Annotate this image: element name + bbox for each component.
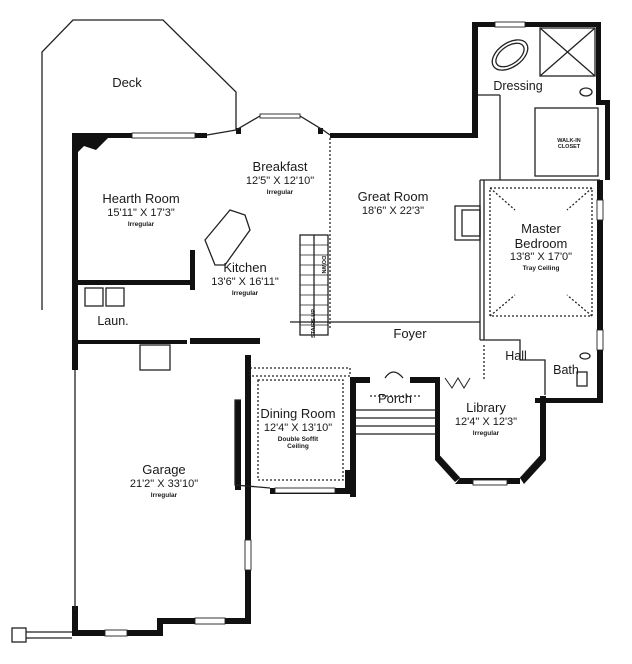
- room-label-garage: Garage 21'2" X 33'10" Irregular: [129, 462, 199, 499]
- room-label-bath: Bath: [553, 363, 579, 377]
- room-note: Irregular: [266, 188, 294, 196]
- room-label-library: Library 12'4" X 12'3" Irregular: [454, 400, 518, 437]
- room-name: Porch: [378, 391, 412, 406]
- room-name-line1: WALK-IN: [557, 138, 581, 144]
- room-note-line2: Ceiling: [287, 443, 309, 451]
- room-name-line2: Bedroom: [514, 235, 568, 251]
- room-name: Breakfast: [252, 159, 308, 174]
- room-name: Hall: [505, 349, 527, 363]
- room-label-kitchen: Kitchen 13'6" X 16'11" Irregular: [211, 260, 279, 297]
- room-label-great-room: Great Room 18'6" X 22'3": [357, 189, 429, 217]
- room-dimensions: 13'8" X 17'0": [509, 251, 573, 264]
- room-name: Great Room: [357, 189, 429, 204]
- room-name: Dining Room: [260, 406, 336, 421]
- room-name: Foyer: [393, 326, 427, 341]
- room-label-master-bedroom: Master Bedroom 13'8" X 17'0" Tray Ceilin…: [509, 221, 573, 273]
- room-name: Library: [466, 400, 506, 415]
- room-label-breakfast: Breakfast 12'5" X 12'10" Irregular: [245, 159, 315, 196]
- room-note: Tray Ceiling: [522, 265, 560, 273]
- room-name: Deck: [112, 75, 142, 90]
- room-label-hall: Hall: [505, 349, 527, 363]
- stairs-down-label: DOWN: [320, 256, 326, 274]
- stairs-up-label: STAIRS UP: [311, 309, 317, 338]
- room-note: Irregular: [231, 289, 259, 297]
- room-dimensions: 12'4" X 13'10": [263, 421, 333, 434]
- room-name-line2: CLOSET: [557, 144, 581, 151]
- room-note-line1: Double Soffit: [277, 435, 319, 443]
- room-dimensions: 12'4" X 12'3": [454, 415, 518, 428]
- room-name: Hearth Room: [102, 191, 180, 206]
- room-name: Dressing: [493, 79, 543, 93]
- room-label-hearth-room: Hearth Room 15'11" X 17'3" Irregular: [102, 191, 180, 228]
- room-note: Irregular: [127, 220, 155, 228]
- interior-walls: [11, 27, 600, 643]
- room-name-line1: Master: [521, 221, 561, 236]
- room-label-laundry: Laun.: [97, 314, 128, 328]
- deck-outline: [41, 19, 237, 310]
- room-label-walk-in-closet: WALK-IN CLOSET: [557, 138, 581, 150]
- room-label-dressing: Dressing: [493, 79, 542, 93]
- room-note: Irregular: [472, 429, 500, 437]
- room-dimensions: 21'2" X 33'10": [129, 477, 199, 490]
- room-label-foyer: Foyer: [393, 326, 427, 342]
- room-dimensions: 18'6" X 22'3": [361, 204, 425, 217]
- room-label-deck: Deck: [112, 75, 142, 91]
- room-label-dining-room: Dining Room 12'4" X 13'10" Double Soffit…: [260, 406, 336, 451]
- room-note: Irregular: [150, 491, 178, 499]
- windows: [104, 21, 604, 637]
- room-name: Bath: [553, 363, 579, 377]
- room-label-porch: Porch: [378, 391, 412, 407]
- room-name: Laun.: [97, 314, 129, 328]
- room-dimensions: 15'11" X 17'3": [107, 206, 175, 219]
- room-dimensions: 12'5" X 12'10": [245, 174, 315, 187]
- exterior-walls: [72, 22, 610, 636]
- room-name: Kitchen: [223, 260, 267, 275]
- room-dimensions: 13'6" X 16'11": [211, 275, 279, 288]
- room-name: Garage: [142, 462, 186, 477]
